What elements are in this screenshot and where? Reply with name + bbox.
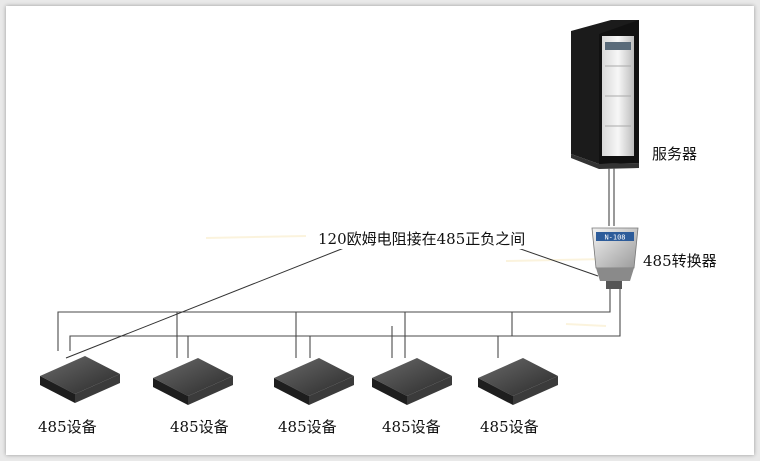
background-glare <box>205 235 607 327</box>
device-icon <box>372 358 452 405</box>
device-label: 485设备 <box>382 418 441 436</box>
device-icon <box>274 358 354 405</box>
server-cable <box>608 168 615 226</box>
resistor-pointer <box>65 245 599 359</box>
device-label: 485设备 <box>480 418 539 436</box>
device-label: 485设备 <box>278 418 337 436</box>
device-icon <box>153 358 233 405</box>
server-icon <box>571 20 639 169</box>
device-icon <box>40 356 120 403</box>
device-label: 485设备 <box>38 418 97 436</box>
converter-label: 485转换器 <box>643 252 717 270</box>
converter-badge: N-108 <box>604 234 625 242</box>
converter-icon: N-108 <box>591 227 639 289</box>
server-label: 服务器 <box>652 145 698 163</box>
network-diagram: N-108 <box>40 20 639 405</box>
rs485-bus <box>57 289 621 358</box>
resistor-note: 120欧姆电阻接在485正负之间 <box>316 228 528 249</box>
diagram-frame: N-108 <box>6 6 754 455</box>
device-label: 485设备 <box>170 418 229 436</box>
device-icon <box>478 358 558 405</box>
